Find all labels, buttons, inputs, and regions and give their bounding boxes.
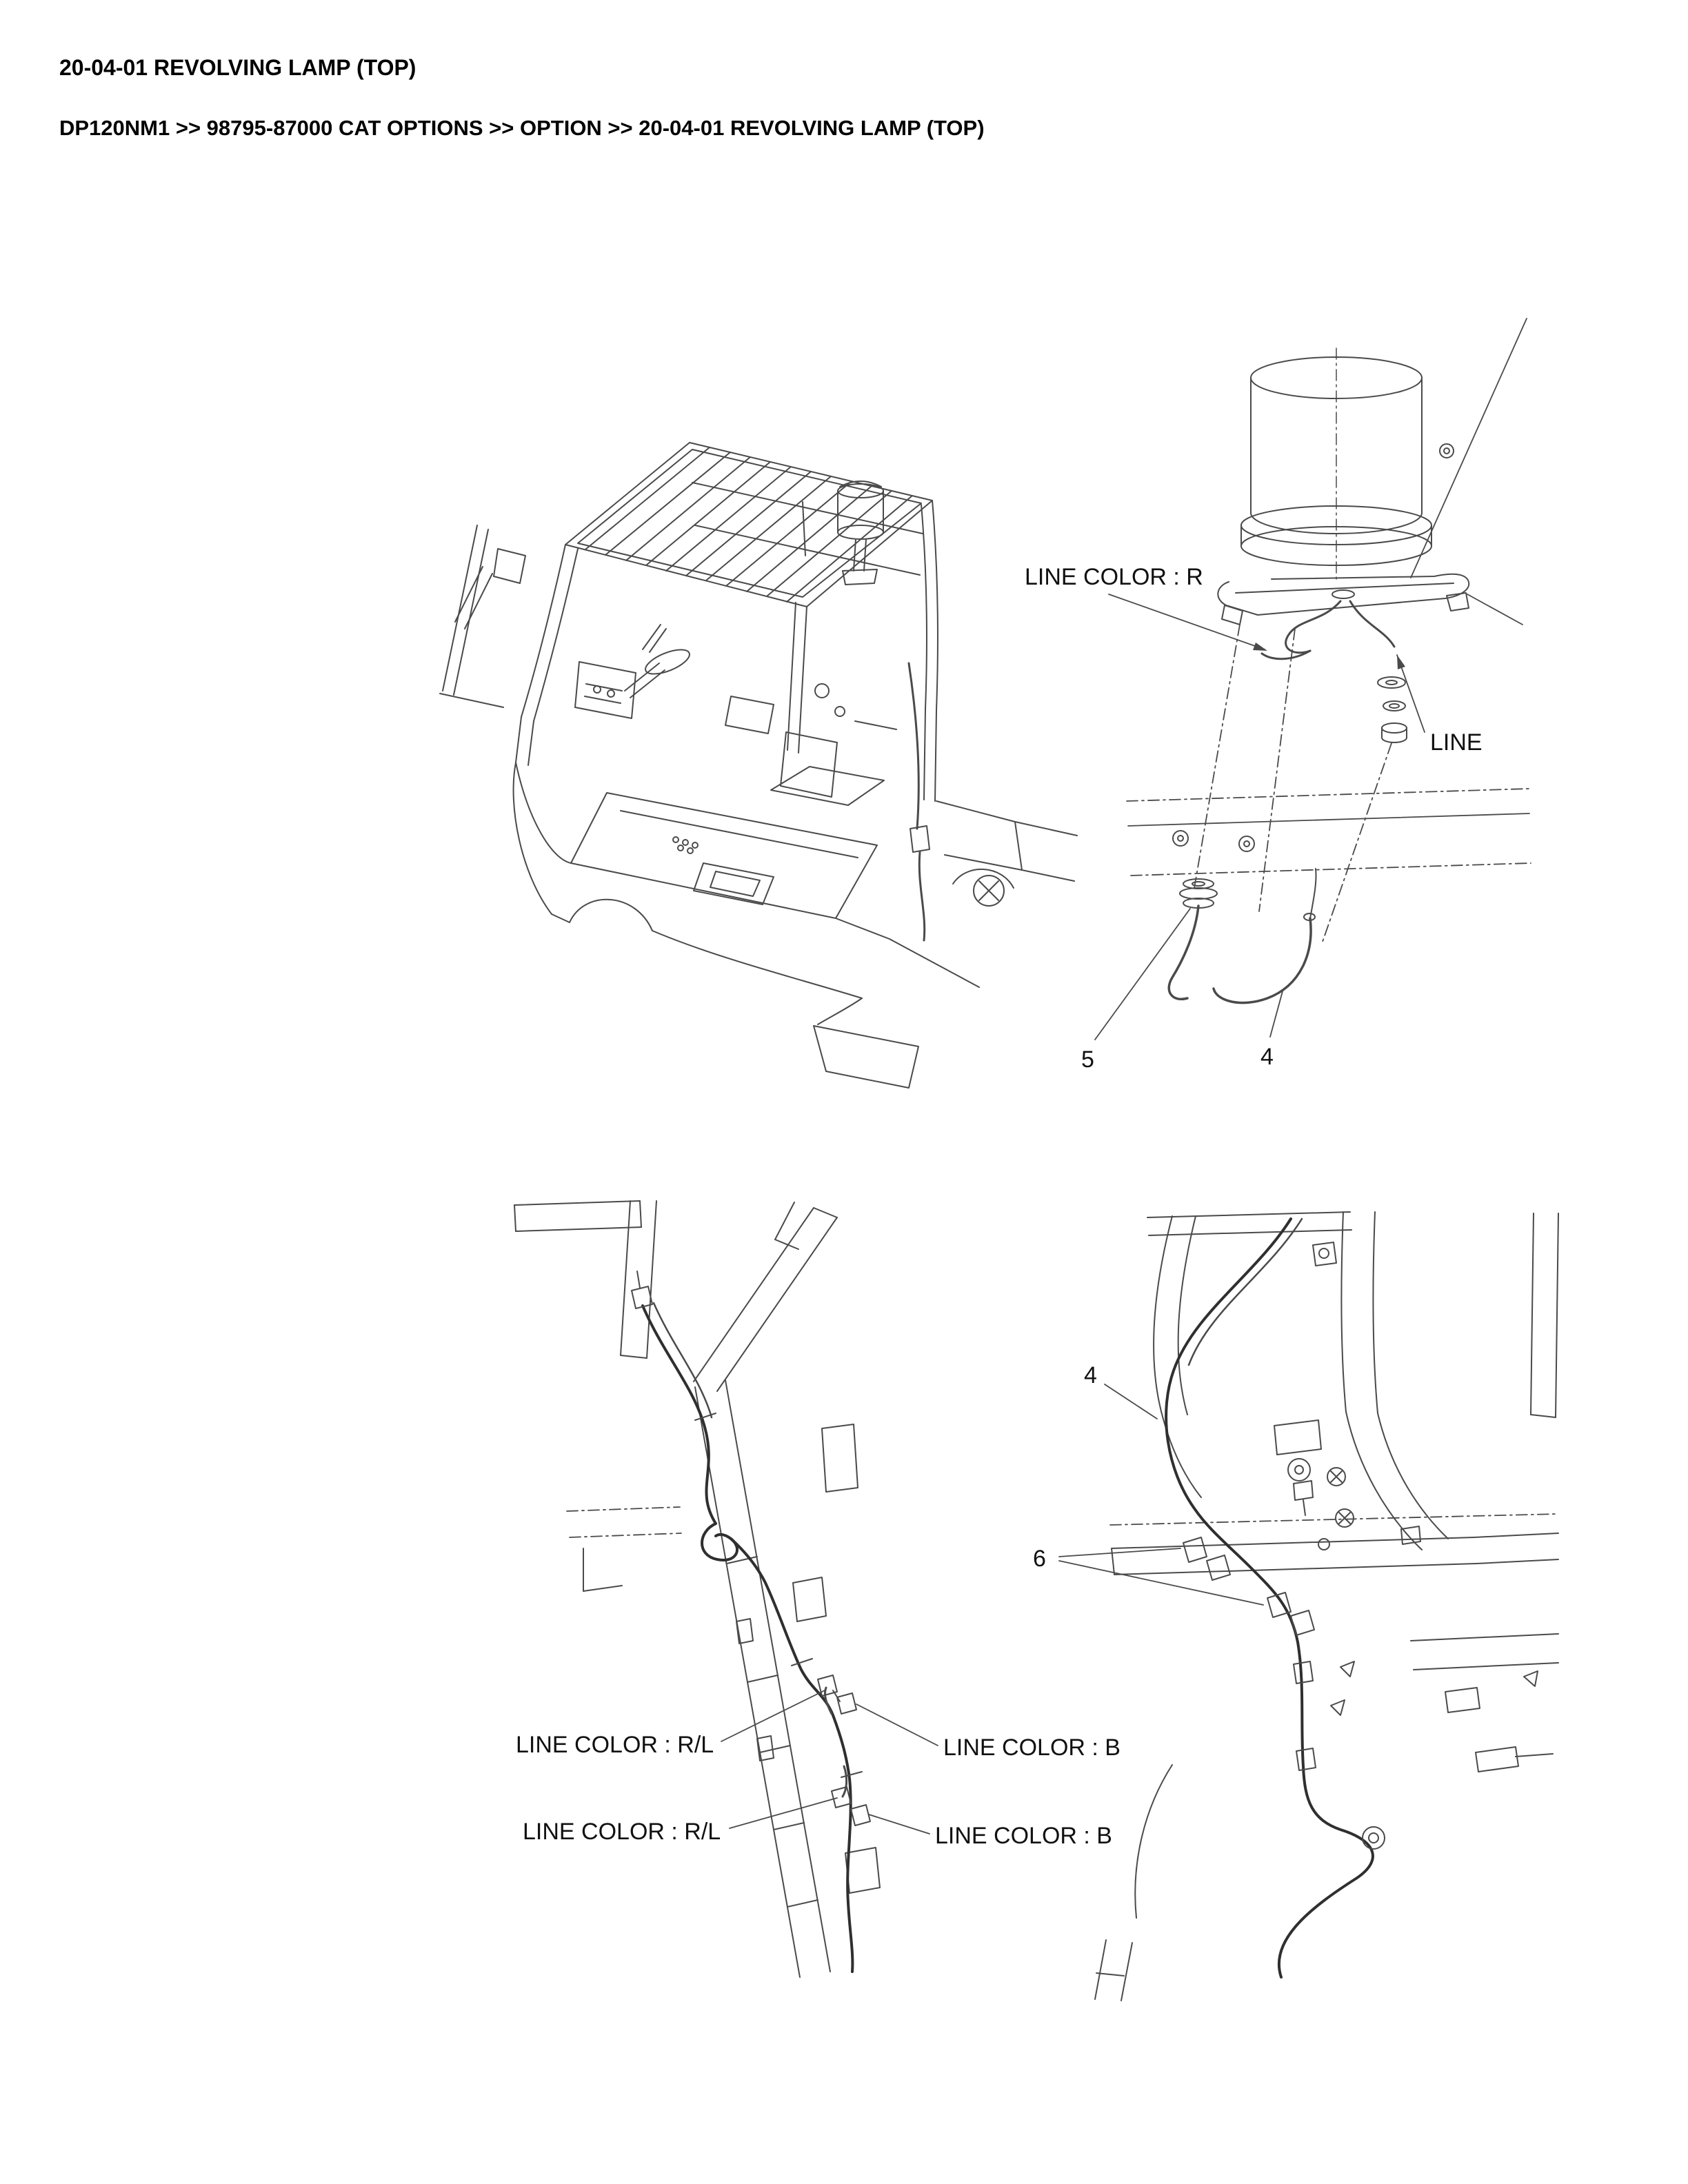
callout-6: 6 xyxy=(1033,1546,1046,1572)
callout-4-lamp: 4 xyxy=(1260,1044,1274,1070)
line-color-b-upper-label: LINE COLOR : B xyxy=(943,1735,1121,1761)
line-color-rl-lower-label: LINE COLOR : R/L xyxy=(523,1819,721,1845)
figure-lamp-exploded xyxy=(1094,318,1531,1040)
figure-forklift-overview xyxy=(439,442,1078,1089)
breadcrumb: DP120NM1 >> 98795-87000 CAT OPTIONS >> O… xyxy=(59,116,985,140)
revolving-lamp-icon xyxy=(837,481,884,585)
callout-5: 5 xyxy=(1081,1046,1094,1073)
line-color-b-lower-label: LINE COLOR : B xyxy=(935,1823,1112,1849)
line-color-rl-upper-label: LINE COLOR : R/L xyxy=(516,1732,714,1758)
figure-harness-right xyxy=(1058,1211,1559,2001)
line-color-r-label: LINE COLOR : R xyxy=(1025,564,1203,590)
line-color-truncated-label: LINE xyxy=(1430,729,1483,756)
page-title: 20-04-01 REVOLVING LAMP (TOP) xyxy=(59,55,416,80)
figure-harness-left xyxy=(514,1200,938,1978)
callout-4-harness: 4 xyxy=(1084,1362,1097,1388)
